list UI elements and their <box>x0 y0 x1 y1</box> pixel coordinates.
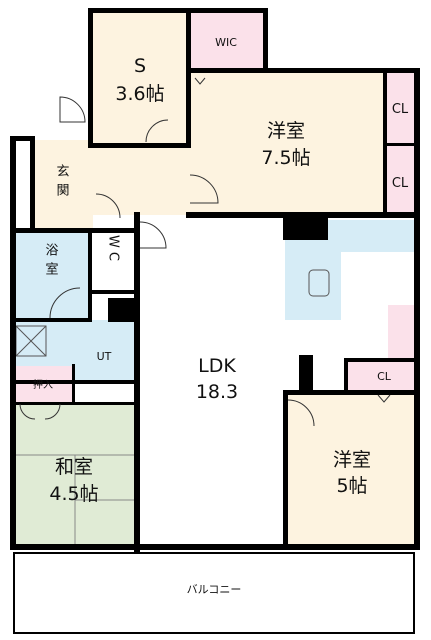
western-room-2 <box>287 394 417 544</box>
utility-label: UT <box>97 350 112 363</box>
western2-size: 5帖 <box>336 475 367 497</box>
storage-name: S <box>134 55 146 77</box>
wc-room <box>90 232 136 292</box>
oshiire-closet <box>14 366 74 404</box>
western1-size: 7.5帖 <box>261 147 310 169</box>
wic-room <box>190 10 265 70</box>
closet1-label: CL <box>392 102 409 117</box>
western2-name: 洋室 <box>333 449 371 471</box>
storage-size: 3.6帖 <box>115 83 164 105</box>
ldk-size: 18.3 <box>196 381 238 403</box>
closet3-label: CL <box>377 370 392 383</box>
ldk-name: LDK <box>198 355 236 377</box>
storage-room <box>90 10 190 145</box>
walls <box>10 8 420 552</box>
closet-2 <box>385 146 415 214</box>
western1-name: 洋室 <box>267 120 305 142</box>
wic-label: WIC <box>215 36 237 49</box>
entrance-hall <box>93 145 190 215</box>
kitchen-island <box>285 240 341 320</box>
wc-label: WC <box>106 235 121 265</box>
entrance-area <box>33 140 93 230</box>
western-room-1 <box>190 70 385 215</box>
fridge-space <box>388 305 416 360</box>
washer-cross <box>15 325 47 357</box>
entrance-label: 玄関 <box>54 164 70 202</box>
door-swings <box>19 77 391 427</box>
oshiire-label: 押入 <box>33 378 53 391</box>
closet-3 <box>348 362 416 390</box>
japanese-name: 和室 <box>55 456 93 478</box>
balcony-label: バルコニー <box>187 583 242 596</box>
bath-label: 浴室 <box>43 243 59 281</box>
japanese-size: 4.5帖 <box>49 483 98 505</box>
closet2-label: CL <box>392 176 409 191</box>
balcony-area <box>13 552 415 634</box>
closet-1 <box>385 72 415 144</box>
sink <box>308 269 330 297</box>
bath-room <box>14 232 90 320</box>
